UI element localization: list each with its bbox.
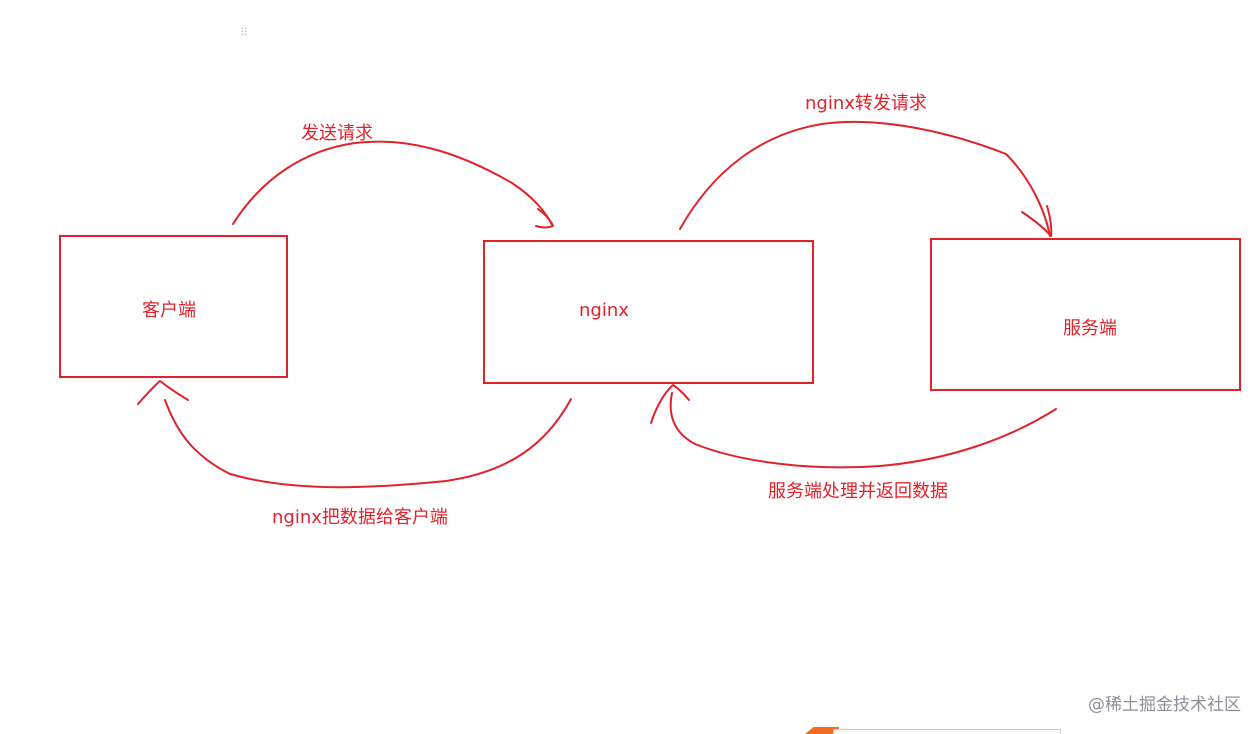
arrow-nginx-to-server bbox=[679, 120, 1051, 237]
drag-handle-icon: ⠿ bbox=[240, 26, 249, 39]
edge-label-client-to-nginx: 发送请求 bbox=[301, 123, 373, 144]
arrowhead-nginx-to-client bbox=[137, 380, 189, 405]
edge-label-nginx-to-server: nginx转发请求 bbox=[805, 93, 927, 114]
arrow-client-to-nginx bbox=[232, 140, 553, 226]
client-box bbox=[59, 235, 288, 378]
bottom-panel-edge bbox=[833, 729, 1061, 734]
watermark-text: @稀土掘金技术社区 bbox=[1088, 695, 1241, 715]
arrowhead-server-to-nginx bbox=[650, 384, 690, 424]
bottom-orange-tab bbox=[805, 727, 839, 734]
nginx-label: nginx bbox=[579, 300, 629, 321]
arrowhead-nginx-to-server bbox=[1021, 205, 1053, 237]
server-label: 服务端 bbox=[1063, 318, 1117, 339]
arrow-server-to-nginx bbox=[669, 392, 1057, 469]
client-label: 客户端 bbox=[142, 300, 196, 321]
edge-label-nginx-to-client: nginx把数据给客户端 bbox=[272, 507, 448, 528]
arrow-nginx-to-client bbox=[164, 398, 572, 489]
edge-label-server-to-nginx: 服务端处理并返回数据 bbox=[768, 481, 948, 502]
arrowhead-client-to-nginx bbox=[535, 208, 554, 229]
server-box bbox=[930, 238, 1241, 391]
nginx-box bbox=[483, 240, 814, 384]
